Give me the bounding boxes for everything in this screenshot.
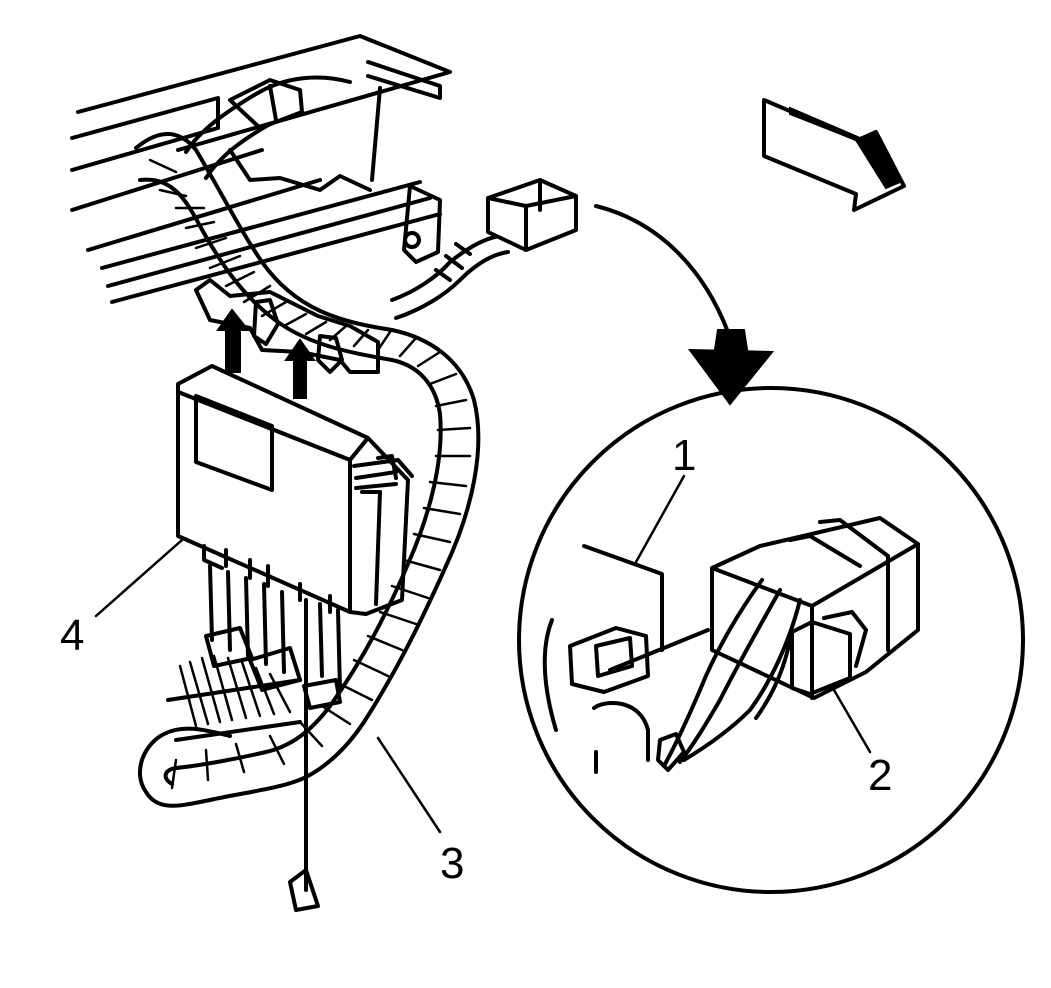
callout-4: 4: [60, 611, 84, 660]
forward-direction-indicator: [762, 98, 906, 212]
harness-connector: [390, 178, 578, 320]
wiring-harness-conduit: [134, 75, 481, 808]
leader-4: [94, 538, 184, 618]
up-arrow-icon: [216, 308, 251, 373]
detail-view: [517, 386, 1025, 894]
leader-3: [376, 736, 442, 834]
callout-leaders: [94, 474, 872, 834]
leader-2: [832, 688, 872, 754]
dash-panel-assembly: [70, 34, 452, 304]
callout-2: 2: [868, 751, 892, 800]
callout-3: 3: [440, 839, 464, 888]
wire-bundle-lower: [166, 654, 302, 742]
leader-1: [634, 474, 686, 564]
module-connectors: [204, 564, 342, 912]
removal-arrows: [216, 308, 316, 399]
control-module: [176, 364, 414, 616]
detail-pointer-arrow: [594, 204, 775, 406]
up-arrow-icon: [284, 338, 316, 399]
callout-1: 1: [672, 431, 696, 480]
